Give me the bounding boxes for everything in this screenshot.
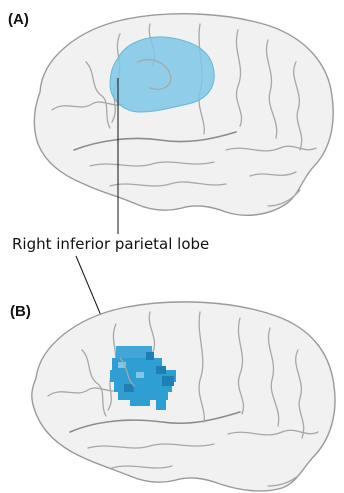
panel-b: (B): [10, 302, 335, 491]
callout-label: Right inferior parietal lobe: [12, 235, 209, 253]
brain-b: [32, 302, 335, 491]
panel-a-label: (A): [8, 11, 29, 28]
panel-a: (A): [8, 11, 333, 215]
brain-b-outline: [32, 302, 335, 491]
region-a-inferior-parietal: [110, 37, 214, 112]
panel-b-label: (B): [10, 303, 31, 320]
